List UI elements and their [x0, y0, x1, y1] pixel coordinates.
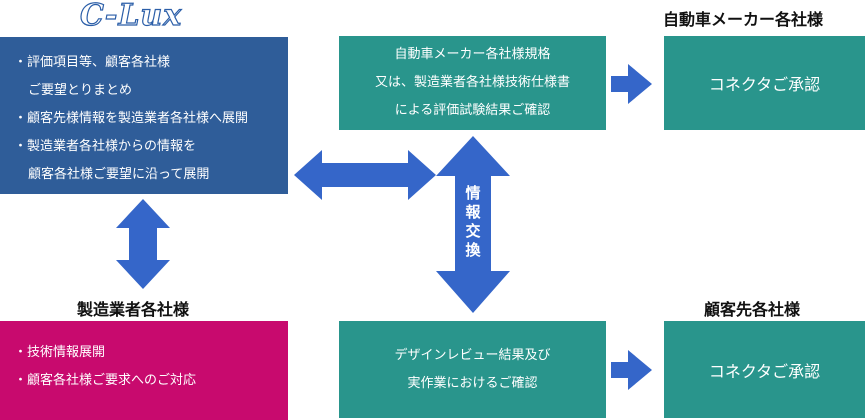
manufacturer-line-2: ・顧客各社様ご要求へのご対応 [14, 373, 197, 388]
customer-approval-box: コネクタご承認 [664, 321, 865, 418]
manufacturer-line-1: ・技術情報展開 [14, 345, 106, 360]
info-exchange-char-1: 情 [465, 184, 481, 202]
arrow-double-vertical-center [436, 136, 510, 313]
info-exchange-char-4: 換 [465, 241, 481, 259]
clux-line-3: ・顧客先様情報を製造業者各社様へ展開 [14, 111, 249, 126]
arrow-right-bottom [611, 350, 652, 390]
customer-review-line-2: 実作業におけるご確認 [407, 375, 538, 391]
automaker-approval-box: コネクタご承認 [664, 36, 865, 130]
manufacturer-heading: 製造業者各社様 [77, 300, 190, 319]
clux-line-2: ご要望とりまとめ [28, 83, 133, 98]
arrow-double-horizontal [294, 150, 436, 200]
automaker-spec-line-3: による評価試験結果ご確認 [394, 103, 551, 118]
clux-line-5: 顧客各社様ご要望に沿って展開 [28, 167, 210, 182]
info-exchange-char-2: 報 [465, 203, 481, 221]
customer-review-line-1: デザインレビュー結果及び [394, 347, 551, 363]
clux-logo: C-Lux [79, 0, 183, 34]
automaker-heading: 自動車メーカー各社様 [663, 10, 824, 29]
automaker-spec-line-1: 自動車メーカー各社様規格 [394, 47, 551, 62]
customer-approval-label: コネクタご承認 [708, 361, 821, 381]
info-exchange-char-3: 交 [465, 222, 481, 240]
manufacturer-role-box: ・技術情報展開 ・顧客各社様ご要求へのご対応 [0, 321, 288, 420]
clux-role-box: ・評価項目等、顧客各社様 ご要望とりまとめ ・顧客先様情報を製造業者各社様へ展開… [0, 37, 288, 194]
customer-review-box: デザインレビュー結果及び 実作業におけるご確認 [339, 321, 606, 418]
arrow-right-top [611, 64, 652, 104]
arrow-double-vertical-left [116, 199, 170, 289]
automaker-approval-label: コネクタご承認 [708, 75, 821, 94]
automaker-spec-line-2: 又は、製造業者各社様技術仕様書 [374, 75, 570, 90]
automaker-spec-box: 自動車メーカー各社様規格 又は、製造業者各社様技術仕様書 による評価試験結果ご確… [339, 36, 606, 130]
customer-heading: 顧客先各社様 [704, 300, 801, 319]
info-exchange-label: 情 報 交 換 [460, 184, 486, 260]
clux-line-1: ・評価項目等、顧客各社様 [14, 55, 171, 70]
clux-line-4: ・製造業者各社様からの情報を [14, 139, 197, 154]
